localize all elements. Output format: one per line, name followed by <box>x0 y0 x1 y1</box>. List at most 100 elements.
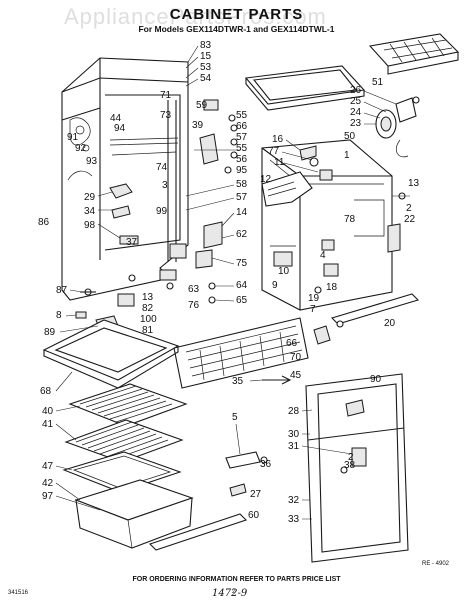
callout-label: 3 <box>162 180 168 191</box>
callout-label: 78 <box>344 214 356 225</box>
callout-label: 22 <box>404 214 416 225</box>
callout-label: 15 <box>200 51 212 62</box>
callout-label: 77 <box>268 146 280 157</box>
callout-label: 13 <box>408 178 420 189</box>
watermark: AppliancePartsPros.com <box>64 4 327 29</box>
callout-label: 64 <box>236 280 248 291</box>
callout-label: 75 <box>236 258 248 269</box>
callout-label: 25 <box>350 96 362 107</box>
callout-label: 16 <box>272 134 284 145</box>
callout-label: 62 <box>236 229 248 240</box>
callout-label: 4 <box>320 250 326 261</box>
callout-label: 32 <box>288 495 300 506</box>
wire-shelves <box>64 383 188 463</box>
diagram-title: CABINET PARTS <box>169 6 304 23</box>
crisper-slide-part <box>148 513 248 551</box>
crisper-cover-glass <box>62 451 182 493</box>
callout-label: 83 <box>200 40 212 51</box>
callout-label: 63 <box>188 284 200 295</box>
callout-label: 13 <box>142 292 154 303</box>
diagram-subtitle: For Models GEX114DTWR-1 and GEX114DTWL-1 <box>138 24 335 34</box>
liner-clips <box>313 320 344 345</box>
crisper-pan-part <box>74 479 194 549</box>
callout-label: 39 <box>192 120 204 131</box>
document-number: 341516 <box>8 590 29 596</box>
callout-label: 44 <box>110 113 122 124</box>
callout-label: 11 <box>274 157 285 168</box>
callout-label: 20 <box>384 318 396 329</box>
callout-label: 29 <box>84 192 96 203</box>
callout-label: 53 <box>200 62 212 73</box>
page-number: 2 <box>232 589 236 595</box>
callout-label: 28 <box>288 406 300 417</box>
callout-label: 70 <box>290 352 302 363</box>
callout-label: 42 <box>42 478 54 489</box>
callout-label: 26 <box>350 85 362 96</box>
cabinet-shell-part <box>61 57 189 301</box>
revision-code: RE - 4902 <box>422 561 450 567</box>
callout-label: 27 <box>250 489 262 500</box>
callout-label: 51 <box>372 77 384 88</box>
callout-label: 12 <box>260 174 272 185</box>
callout-label: 97 <box>42 491 54 502</box>
callout-label: 59 <box>196 100 208 111</box>
control-knob-assembly <box>375 96 420 158</box>
callout-label: 10 <box>278 266 290 277</box>
handwritten-note: 1472-9 <box>212 588 248 599</box>
callout-label: 56 <box>236 154 248 165</box>
callout-label: 14 <box>236 207 248 218</box>
callout-label: 55 <box>236 110 248 121</box>
callout-label: 54 <box>200 73 212 84</box>
door-assembly-part <box>262 373 409 563</box>
callout-label: 98 <box>84 220 96 231</box>
callout-label: 94 <box>114 123 126 134</box>
callout-label: 90 <box>370 374 382 385</box>
callout-label: 92 <box>75 143 87 154</box>
ordering-footer: FOR ORDERING INFORMATION REFER TO PARTS … <box>132 576 341 583</box>
callout-label: 9 <box>272 280 278 291</box>
callout-label: 93 <box>86 156 98 167</box>
callout-label: 7 <box>310 304 316 315</box>
callout-label: 87 <box>56 285 68 296</box>
callout-label: 33 <box>288 514 300 525</box>
callout-label: 66 <box>236 121 248 132</box>
toe-grille-part <box>173 317 309 389</box>
callout-label: 2 <box>406 203 412 214</box>
callout-label: 65 <box>236 295 248 306</box>
callout-label: 34 <box>84 206 96 217</box>
callout-label: 47 <box>42 461 54 472</box>
callout-label: 5 <box>232 412 238 423</box>
hardware-fasteners <box>159 99 240 304</box>
callout-label: 57 <box>236 192 248 203</box>
shelf-support-parts <box>225 451 268 497</box>
callout-label: 82 <box>142 303 154 314</box>
callout-label: 89 <box>44 327 56 338</box>
callout-label: 30 <box>288 429 300 440</box>
ice-tray-part <box>368 33 460 75</box>
callout-label: 37 <box>126 237 138 248</box>
callout-label: 60 <box>248 510 260 521</box>
callout-label: 1 <box>344 150 350 161</box>
callout-label: 38 <box>344 460 356 471</box>
callout-label: 50 <box>344 131 356 142</box>
freezer-shelf-pan <box>42 319 180 389</box>
callout-label: 91 <box>67 132 79 143</box>
callout-label: 73 <box>160 110 172 121</box>
callout-label: 40 <box>42 406 54 417</box>
callout-label: 41 <box>42 419 54 430</box>
callout-label: 24 <box>350 107 362 118</box>
callout-label: 23 <box>350 118 362 129</box>
callout-label: 31 <box>288 441 300 452</box>
callout-label: 86 <box>38 217 50 228</box>
callout-label: 35 <box>232 376 244 387</box>
callout-label: 95 <box>236 165 248 176</box>
callout-label: 99 <box>156 206 168 217</box>
top-tray-part <box>244 65 366 111</box>
callout-label: 66 <box>286 338 298 349</box>
callout-label: 55 <box>236 143 248 154</box>
fresh-food-liner-part <box>261 139 410 311</box>
callout-label: 71 <box>160 90 172 101</box>
callout-label: 68 <box>40 386 52 397</box>
callout-label: 2 <box>348 452 354 463</box>
